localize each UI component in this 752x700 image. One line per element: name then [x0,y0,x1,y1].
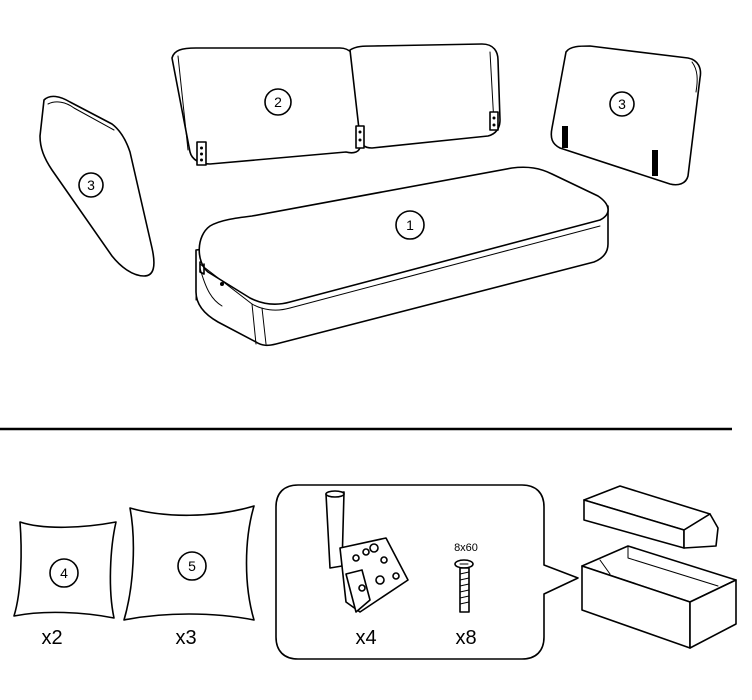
qty-screws: x8 [455,627,476,649]
screw-icon: 8x60 x8 [454,542,478,649]
screw-size-label: 8x60 [454,542,478,554]
callout-5: 5 [188,558,196,574]
side-cushion-left: 3 [39,95,155,277]
callout-3-right: 3 [618,96,626,112]
qty-legs: x4 [355,627,376,649]
hardware-bubble: x4 8x60 x8 [275,484,579,660]
pillow-small: 4 x2 [13,521,117,649]
qty-pillow-small: x2 [41,627,62,649]
callout-4: 4 [60,565,68,581]
seat: 1 [195,166,609,347]
callout-3-left: 3 [87,177,95,193]
leg-icon: x4 [325,490,409,649]
side-cushion-right: 3 [550,45,702,186]
pillow-large: 5 x3 [123,505,255,649]
callout-1: 1 [406,217,414,233]
qty-pillow-large: x3 [175,627,196,649]
open-box-icon [581,485,737,649]
callout-2: 2 [274,94,282,110]
backrest: 2 [171,43,501,166]
